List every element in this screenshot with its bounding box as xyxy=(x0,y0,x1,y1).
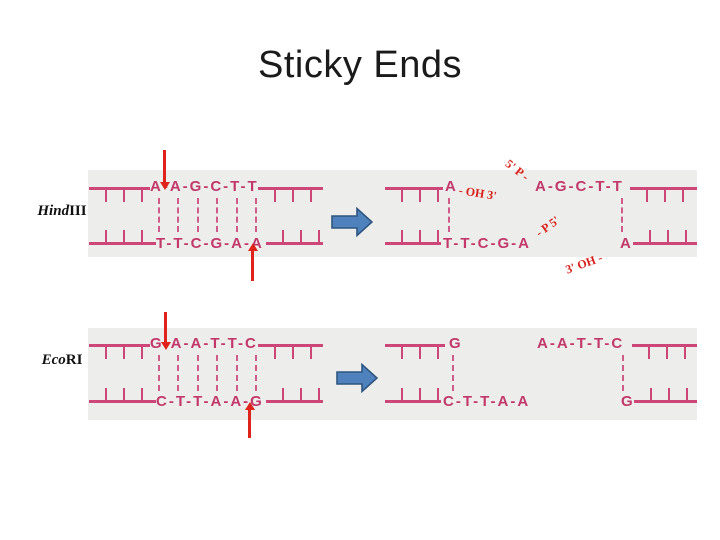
base-pair-bond xyxy=(255,198,257,232)
backbone-bottom-left xyxy=(89,388,156,403)
backbone-top-right xyxy=(258,187,323,202)
sticky-end-base: G xyxy=(621,393,635,410)
backbone-bottom-right xyxy=(266,388,323,403)
base-pair-bond xyxy=(216,355,218,391)
sticky-end-sequence-top: A-A-T-T-C xyxy=(537,335,625,352)
recognition-site-top: G-A-A-T-T-C xyxy=(150,335,258,352)
cut-arrow-up-icon xyxy=(247,243,258,281)
base-pair-bond xyxy=(177,198,179,232)
base-pair-bond xyxy=(158,198,160,232)
enzyme-name-roman: RI xyxy=(65,352,83,368)
backbone-top-right xyxy=(630,187,697,202)
backbone-bottom-left xyxy=(385,230,441,245)
backbone-top-left xyxy=(385,187,443,202)
slide-title: Sticky Ends xyxy=(257,44,463,86)
sticky-end-sequence-bottom: T-T-C-G-A xyxy=(443,235,531,252)
backbone-top-right xyxy=(632,344,697,359)
yields-arrow-icon xyxy=(331,206,373,238)
base-pair-bond xyxy=(448,198,450,232)
base-pair-bond xyxy=(452,355,454,391)
enzyme-name-italic: Hind xyxy=(37,203,70,219)
base-pair-bond xyxy=(158,355,160,391)
sticky-end-base: A xyxy=(445,178,458,195)
ecori-row: EcoRI G-A-A-T-T-C C-T-T-A-A-G G A-A-T-T-… xyxy=(0,312,720,440)
cut-arrow-up-icon xyxy=(244,402,255,438)
cut-arrow-down-icon xyxy=(160,312,171,350)
base-pair-bond xyxy=(197,198,199,232)
recognition-site-bottom: T-T-C-G-A-A xyxy=(156,235,264,252)
ecori-band xyxy=(88,328,697,420)
backbone-bottom-right xyxy=(634,388,697,403)
yields-arrow-icon xyxy=(336,362,378,394)
backbone-top-left xyxy=(89,344,150,359)
backbone-top-right xyxy=(258,344,323,359)
recognition-site-bottom: C-T-T-A-A-G xyxy=(156,393,264,410)
backbone-bottom-left xyxy=(89,230,156,245)
enzyme-label-ecori: EcoRI xyxy=(26,352,98,369)
backbone-bottom-right xyxy=(266,230,323,245)
base-pair-bond xyxy=(236,355,238,391)
hindiii-row: HindIII A-A-G-C-T-T T-T-C-G-A-A A - OH 3… xyxy=(0,150,720,281)
backbone-bottom-left xyxy=(385,388,441,403)
sticky-end-sequence-bottom: C-T-T-A-A xyxy=(443,393,531,410)
sticky-end-base: G xyxy=(449,335,463,352)
sticky-end-base: A xyxy=(620,235,633,252)
backbone-top-left xyxy=(89,187,150,202)
enzyme-name-italic: Eco xyxy=(41,352,66,368)
recognition-site-top: A-A-G-C-T-T xyxy=(150,178,259,195)
base-pair-bond xyxy=(216,198,218,232)
backbone-bottom-right xyxy=(633,230,697,245)
enzyme-label-hindiii: HindIII xyxy=(26,203,98,220)
base-pair-bond xyxy=(622,355,624,391)
base-pair-bond xyxy=(236,198,238,232)
cut-arrow-down-icon xyxy=(159,150,170,190)
base-pair-bond xyxy=(255,355,257,391)
base-pair-bond xyxy=(197,355,199,391)
backbone-top-left xyxy=(385,344,445,359)
base-pair-bond xyxy=(177,355,179,391)
sticky-end-sequence-top: A-G-C-T-T xyxy=(535,178,624,195)
enzyme-name-roman: III xyxy=(69,203,87,219)
base-pair-bond xyxy=(621,198,623,232)
